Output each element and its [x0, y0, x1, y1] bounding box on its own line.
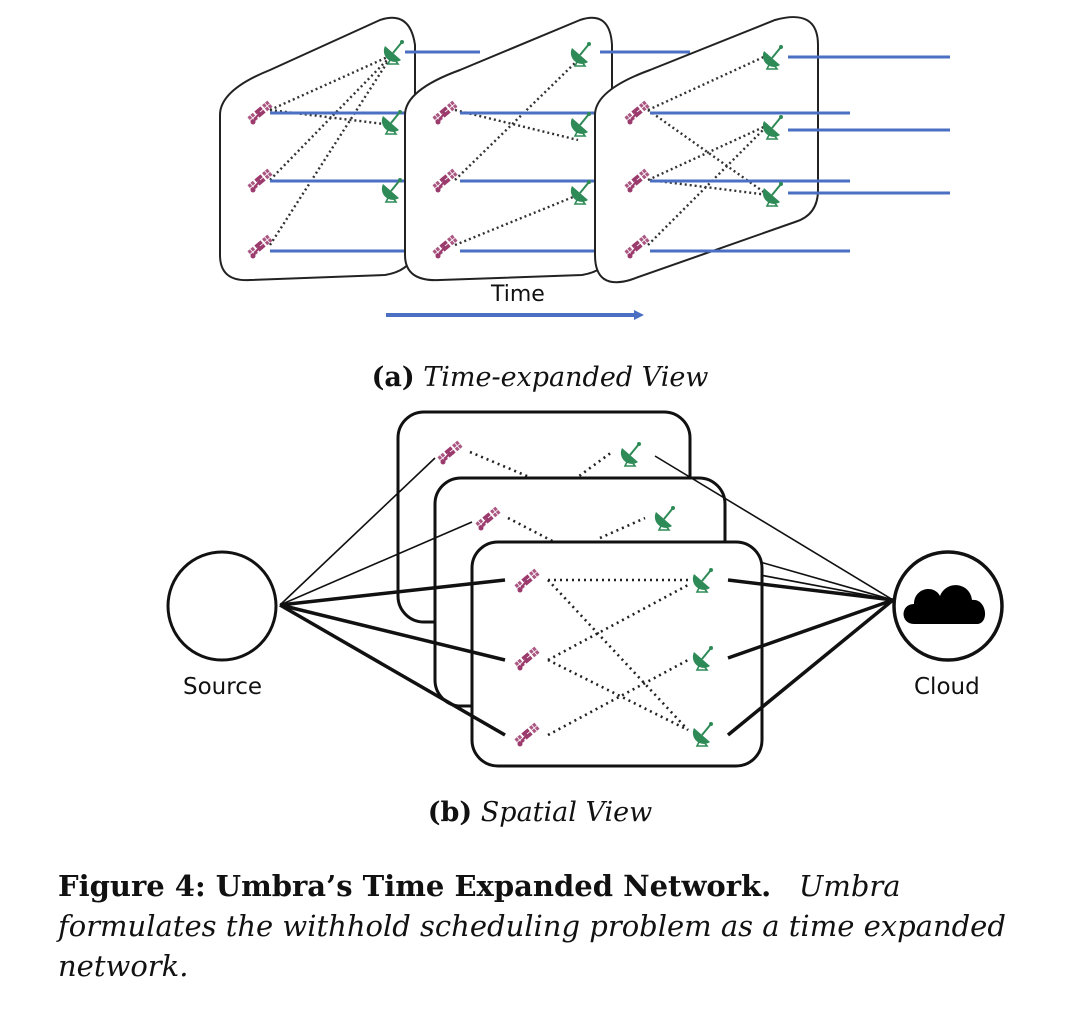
figure-caption: Figure 4: Umbra’s Time Expanded Network.…: [58, 866, 1062, 986]
subcaption-a: (a) Time-expanded View: [0, 362, 1080, 393]
source-cloud-thick-links: [279, 578, 895, 737]
frame-2-contact-links: [454, 59, 579, 247]
frame-2-time-links: [460, 50, 690, 253]
frame-3-contact-links: [647, 53, 769, 246]
time-frame-3: [594, 16, 819, 284]
time-frame-2: [404, 16, 613, 282]
back-frame-contact-links: [469, 450, 613, 492]
frame-1-time-links: [270, 50, 480, 253]
source-label: Source: [183, 674, 262, 700]
subcaption-a-tag: (a): [371, 362, 415, 393]
figure-caption-body: Umbra formulates the withhold scheduling…: [58, 869, 1006, 983]
subcaption-b-text: Spatial View: [480, 797, 653, 828]
spatial-frame-front: [470, 540, 764, 768]
front-frame-contact-links: [547, 578, 689, 737]
figure-caption-title: Figure 4: Umbra’s Time Expanded Network.: [58, 869, 772, 903]
subcaption-b-tag: (b): [427, 797, 473, 828]
subcaption-b: (b) Spatial View: [0, 797, 1080, 828]
subcaption-a-text: Time-expanded View: [423, 362, 709, 393]
cloud-label: Cloud: [914, 674, 980, 700]
frame-3-time-links: [650, 55, 950, 253]
time-axis-label: Time: [491, 282, 545, 307]
source-node: [166, 550, 278, 662]
time-frame-1: [219, 16, 416, 282]
